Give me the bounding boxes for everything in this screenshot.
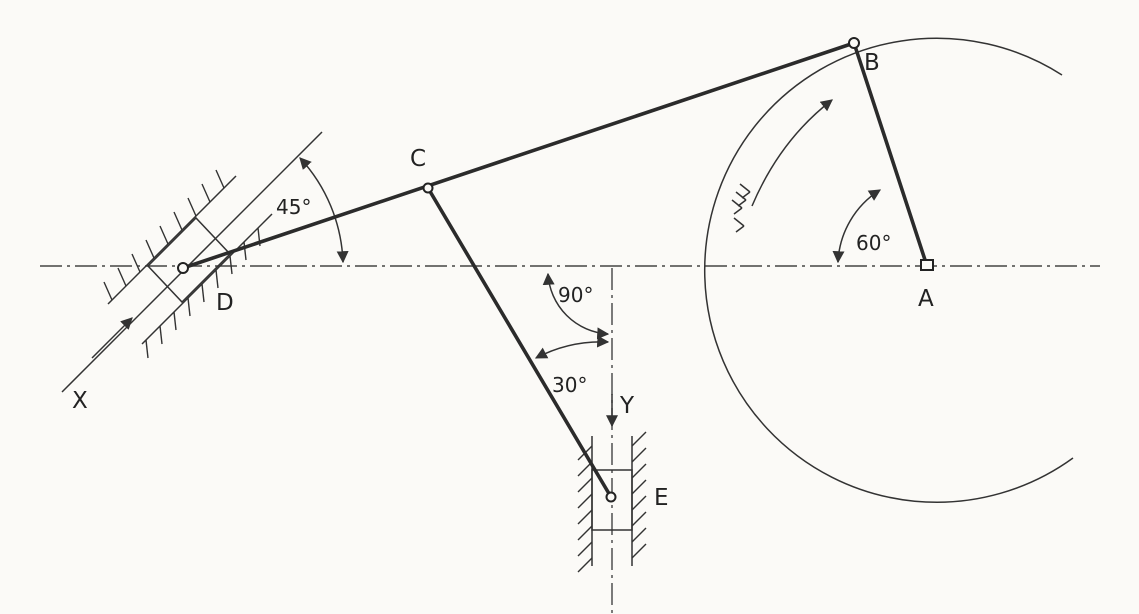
label-e: E <box>654 485 669 511</box>
slider-d-guide-upper <box>107 175 237 305</box>
angle-label-a: 60° <box>856 231 891 255</box>
joint-b <box>848 37 860 49</box>
link-bd <box>181 41 856 270</box>
angle-arc-e <box>534 335 610 359</box>
crank-circle-arc <box>704 37 1074 503</box>
angle-arc-d <box>299 157 349 264</box>
rotation-arrow <box>751 99 833 207</box>
slider-d-guide-hatching <box>103 169 261 359</box>
slider-d-guide-lower <box>141 213 273 345</box>
angle-label-d: 45° <box>276 195 311 219</box>
label-b: B <box>864 50 880 76</box>
link-ce <box>426 186 613 499</box>
pivot-a <box>920 259 934 271</box>
label-d: D <box>216 290 234 316</box>
joint-d <box>177 262 189 274</box>
slider-e-guide-hatching <box>577 431 647 573</box>
angle-label-e: 30° <box>552 373 587 397</box>
angle-arc-a <box>832 189 882 264</box>
joint-e <box>605 491 617 503</box>
angle-arc-right <box>542 272 610 340</box>
label-c: C <box>410 146 426 172</box>
slider-d-guide-centerline <box>61 131 323 393</box>
angle-label-right: 90° <box>558 283 593 307</box>
joint-c <box>422 182 434 194</box>
slider-e-block <box>591 469 633 531</box>
label-a: A <box>918 286 934 312</box>
link-ab <box>852 41 929 268</box>
label-x: X <box>72 388 88 414</box>
rotation-arrow-feathers <box>731 183 751 233</box>
label-y: Y <box>619 393 635 419</box>
slider-d-direction-arrow <box>91 317 133 359</box>
